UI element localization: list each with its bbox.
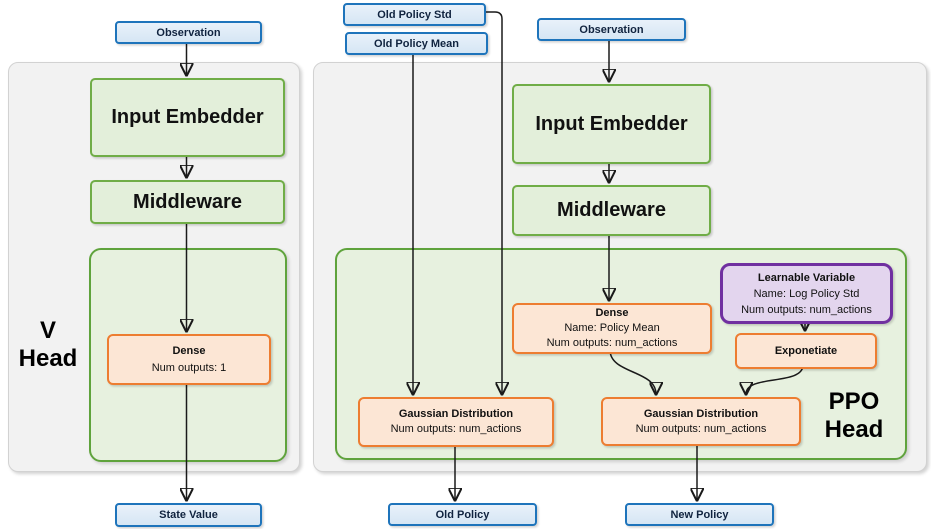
dense-node-v: Dense Num outputs: 1 xyxy=(107,334,271,385)
exponetiate-node: Exponetiate xyxy=(735,333,877,369)
dense-policy-mean-node: Dense Name: Policy Mean Num outputs: num… xyxy=(512,303,712,354)
observation-label-left: Observation xyxy=(115,21,262,44)
v-head-label: V Head xyxy=(18,317,78,372)
old-policy-std-label: Old Policy Std xyxy=(343,3,486,26)
old-policy-mean-label: Old Policy Mean xyxy=(345,32,488,55)
middleware-node-left: Middleware xyxy=(90,180,285,224)
state-value-label: State Value xyxy=(115,503,262,527)
ppo-head-label: PPO Head xyxy=(824,388,884,443)
new-policy-label: New Policy xyxy=(625,503,774,526)
gaussian-distribution-new-node: Gaussian Distribution Num outputs: num_a… xyxy=(601,397,801,446)
old-policy-label: Old Policy xyxy=(388,503,537,526)
gaussian-distribution-old-node: Gaussian Distribution Num outputs: num_a… xyxy=(358,397,554,447)
input-embedder-node-left: Input Embedder xyxy=(90,78,285,157)
input-embedder-node-right: Input Embedder xyxy=(512,84,711,164)
learnable-variable-node: Learnable Variable Name: Log Policy Std … xyxy=(720,263,893,324)
middleware-node-right: Middleware xyxy=(512,185,711,236)
observation-label-right: Observation xyxy=(537,18,686,41)
